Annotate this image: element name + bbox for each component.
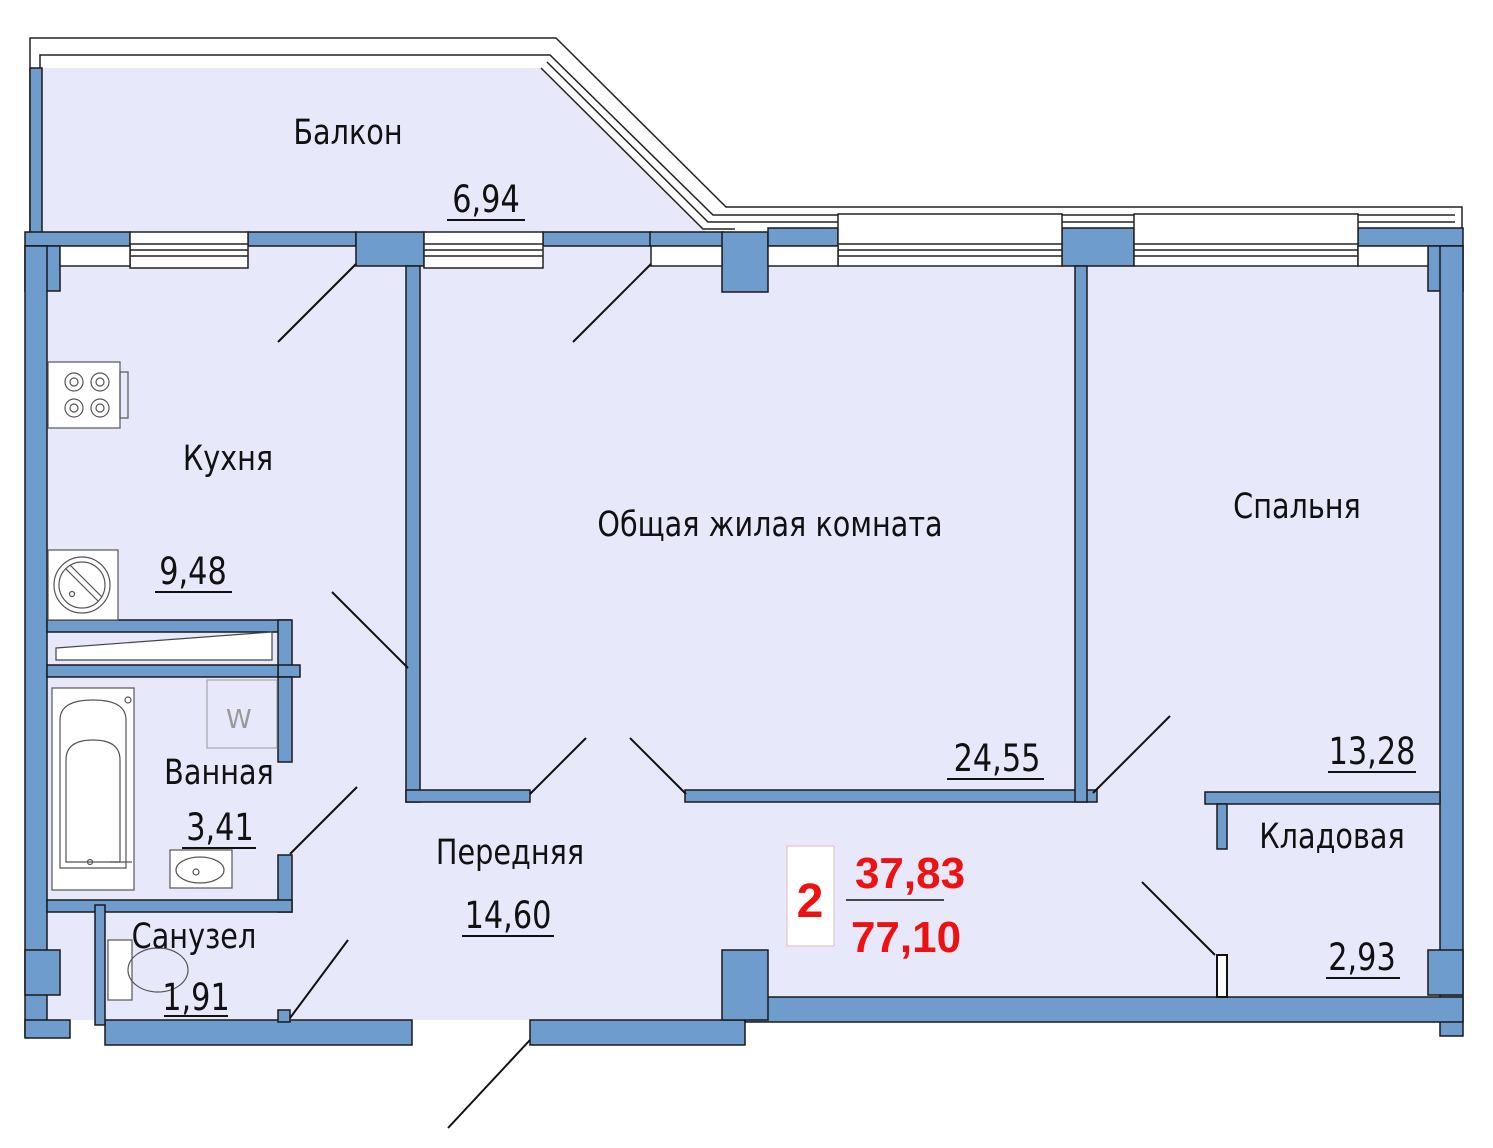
room-area-bathroom: 3,41 bbox=[186, 806, 254, 849]
room-name-bedroom: Спальня bbox=[1233, 485, 1361, 527]
living-area-total: 37,83 bbox=[855, 849, 965, 898]
room-count-box bbox=[786, 845, 835, 947]
washer-marker: W bbox=[226, 705, 252, 735]
room-area-living: 24,55 bbox=[954, 737, 1041, 780]
counter bbox=[55, 631, 273, 661]
walls bbox=[24, 67, 1464, 1046]
room-name-living: Общая жилая комната bbox=[597, 503, 942, 545]
room-count: 2 bbox=[797, 875, 824, 928]
room-name-kitchen: Кухня bbox=[183, 437, 273, 479]
room-name-storage: Кладовая bbox=[1259, 815, 1404, 857]
sink-icon bbox=[169, 849, 233, 889]
room-labels: Балкон 6,94 Кухня 9,48 Общая жилая комна… bbox=[132, 111, 1416, 1019]
apartment-summary: 2 37,83 77,10 bbox=[786, 845, 965, 962]
hallway-floor bbox=[290, 625, 1450, 1020]
room-area-storage: 2,93 bbox=[1328, 936, 1396, 979]
toilet-icon bbox=[107, 939, 189, 1001]
window-living bbox=[423, 231, 544, 269]
balcony-floor bbox=[40, 68, 720, 245]
room-area-balcony: 6,94 bbox=[452, 178, 520, 221]
room-name-bathroom: Ванная bbox=[164, 751, 274, 793]
room-area-kitchen: 9,48 bbox=[159, 550, 227, 593]
washer-box bbox=[206, 679, 278, 749]
stove-icon bbox=[47, 361, 129, 429]
window-kitchen bbox=[129, 231, 249, 269]
area-underlines bbox=[155, 219, 1416, 1017]
total-area: 77,10 bbox=[851, 913, 961, 962]
room-area-bedroom: 13,28 bbox=[1329, 730, 1416, 773]
windows bbox=[59, 213, 1429, 269]
door-swings bbox=[277, 263, 1228, 1129]
room-area-toilet: 1,91 bbox=[162, 976, 230, 1019]
washing-machine-icon bbox=[47, 549, 119, 621]
room-area-hallway: 14,60 bbox=[465, 894, 552, 937]
room-name-balcony: Балкон bbox=[293, 111, 402, 153]
room-name-hallway: Передняя bbox=[436, 831, 584, 873]
window-living-2 bbox=[837, 213, 1063, 267]
window-bedroom bbox=[1133, 213, 1359, 267]
bathtub-icon bbox=[51, 687, 135, 891]
room-name-toilet: Санузел bbox=[132, 915, 257, 957]
toilet-floor bbox=[40, 905, 290, 1020]
